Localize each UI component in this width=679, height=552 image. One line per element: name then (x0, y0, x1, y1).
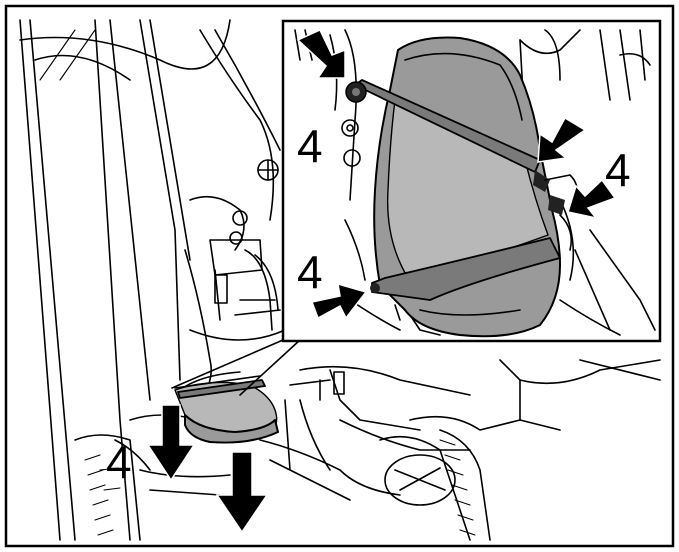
strap-bolt-icon (548, 195, 565, 215)
callout-4-inset-right: 4 (605, 144, 631, 196)
strap-bolt-icon (370, 283, 380, 293)
tank-strap-lower (371, 237, 561, 301)
strap-bolt-icon (533, 170, 550, 192)
inset-detail-view (281, 19, 662, 343)
down-arrow-icon (146, 404, 196, 482)
inset-leader-line (171, 339, 284, 389)
callout-4-inset-lower-left: 4 (297, 246, 323, 298)
arrow-icon (537, 116, 587, 163)
vehicle-underbody-main-view (19, 19, 661, 541)
callout-4-main-view: 4 (106, 436, 132, 488)
arrow-icon (296, 29, 346, 79)
pointer-arrows (146, 29, 617, 534)
inset-leader-line (239, 339, 301, 396)
arrow-icon (567, 178, 617, 220)
down-arrow-icon (215, 451, 269, 534)
arrow-icon (310, 282, 368, 320)
callout-4-inset-left: 4 (297, 120, 323, 172)
